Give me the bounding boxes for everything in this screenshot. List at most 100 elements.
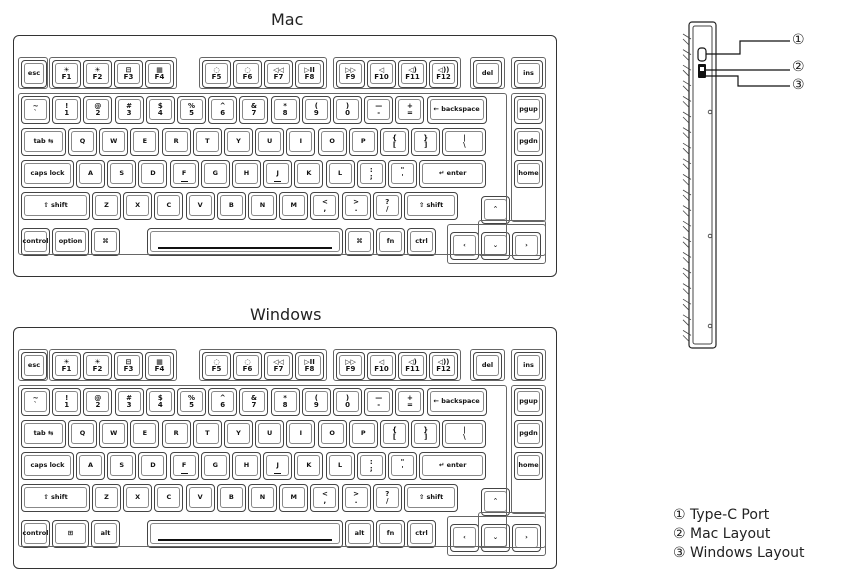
- key-label: ⊟F3: [115, 353, 142, 379]
- key-cluster-frame: [199, 57, 327, 89]
- key-b5: ⌘: [345, 228, 374, 256]
- key-l: L: [325, 160, 355, 188]
- key-legend-line: F11: [405, 73, 420, 81]
- key-legend-line: F1: [61, 73, 72, 81]
- key-t: T: [192, 420, 222, 448]
- key-legend-line: \: [463, 433, 466, 441]
- key-legend-line: 8: [282, 109, 288, 117]
- key-pgdn: pgdn: [514, 420, 543, 448]
- key-enter: ↵ enter: [419, 160, 487, 188]
- key-legend-line: F2: [92, 73, 103, 81]
- key-label: )0: [334, 97, 361, 123]
- key-legend-line: ": [400, 165, 405, 174]
- key-legend-line: 6: [220, 109, 226, 117]
- key-legend-line: <: [321, 197, 328, 206]
- key-label: tab ⇆: [22, 129, 65, 155]
- key-label: K: [295, 453, 322, 479]
- key-legend-line: ◁: [378, 65, 385, 74]
- key-legend-line: ctrl: [415, 237, 428, 246]
- keyboard-side-profile: [682, 21, 717, 349]
- key-legend-line: O: [329, 137, 335, 146]
- key-legend-line: N: [259, 493, 266, 502]
- key-label: *8: [272, 97, 299, 123]
- key-space: [147, 228, 343, 256]
- key-legend-line: K: [306, 169, 312, 178]
- key-label: %5: [178, 97, 205, 123]
- key-label: V: [187, 485, 214, 511]
- key-legend-line: F12: [436, 73, 451, 81]
- key-label: ◁)F11: [399, 353, 426, 379]
- key-label: ⊞: [53, 521, 88, 547]
- key-legend-line: &: [250, 393, 257, 402]
- key-b: B: [216, 484, 246, 512]
- key-legend-line: {: [392, 425, 397, 434]
- key-legend-line: E: [142, 137, 148, 146]
- key-legend-line: ]: [424, 433, 428, 441]
- key-p: P: [348, 128, 378, 156]
- key-label: O: [319, 129, 346, 155]
- key-w: W: [99, 128, 129, 156]
- key-label: M: [280, 193, 307, 219]
- key-cluster-frame: [18, 93, 507, 255]
- key-b: B: [216, 192, 246, 220]
- key-label: +=: [396, 389, 423, 415]
- key-label: ctrl: [408, 521, 435, 547]
- key-g: G: [200, 452, 230, 480]
- key-legend-line: F10: [374, 365, 389, 373]
- key-label: esc: [22, 353, 46, 379]
- legend-item-windows-layout: ③ Windows Layout: [673, 545, 805, 561]
- key-legend-line: {: [392, 133, 397, 142]
- key-label: ◁◁F7: [265, 353, 292, 379]
- key-legend-line: option: [58, 237, 83, 246]
- key-label: P: [350, 421, 377, 447]
- key-legend-line: F6: [242, 365, 253, 373]
- key-v: V: [185, 192, 215, 220]
- key-label: @2: [84, 389, 111, 415]
- key-f4: ▦F4: [145, 352, 174, 380]
- key-legend-line: [: [392, 141, 397, 149]
- key-legend-line: /: [386, 205, 389, 213]
- key-label: *8: [272, 389, 299, 415]
- key-label: ◌F5: [203, 353, 230, 379]
- key-label: ☀F2: [84, 61, 111, 87]
- key-legend-line: F7: [273, 73, 284, 81]
- key-legend-line: 2: [95, 401, 101, 409]
- callout-1: ①: [792, 32, 805, 48]
- key-label: ⌄: [482, 233, 509, 259]
- key-label: home: [515, 161, 542, 187]
- key-legend-line: del: [481, 361, 494, 370]
- key-legend-line: /: [386, 497, 389, 505]
- key-legend-line: Z: [104, 201, 109, 210]
- key-label: X: [124, 485, 151, 511]
- key-cluster-frame: [49, 57, 177, 89]
- key-b3: alt: [91, 520, 120, 548]
- key-legend-line: F: [181, 169, 187, 178]
- key-label: E: [131, 421, 158, 447]
- key-legend-line: %: [187, 393, 195, 402]
- key-legend-line: ⇧ shift: [418, 201, 444, 210]
- key-legend-line: 3: [126, 109, 132, 117]
- key-legend-line: -: [377, 109, 381, 117]
- key-label: Y: [225, 129, 252, 155]
- key-label: D: [139, 453, 166, 479]
- key-legend-line: J: [276, 169, 279, 178]
- key-1: !1: [52, 388, 82, 416]
- key-label: ‹: [451, 525, 478, 551]
- key-r: R: [161, 420, 191, 448]
- key-equal: +=: [395, 96, 425, 124]
- key-n: N: [248, 192, 277, 220]
- home-bump: [180, 180, 188, 182]
- key-legend-line: ◁◁: [273, 65, 284, 74]
- key-label: fn: [377, 229, 404, 255]
- key-legend-line: ▷II: [304, 65, 315, 74]
- key-label: <,: [311, 193, 338, 219]
- key-legend-line: ⊞: [67, 529, 74, 538]
- key-j: J: [263, 452, 293, 480]
- key-legend-line: ': [401, 465, 404, 473]
- key-9: (9: [301, 388, 331, 416]
- key-cluster-frame: [18, 385, 507, 547]
- key-legend-line: —: [375, 393, 383, 402]
